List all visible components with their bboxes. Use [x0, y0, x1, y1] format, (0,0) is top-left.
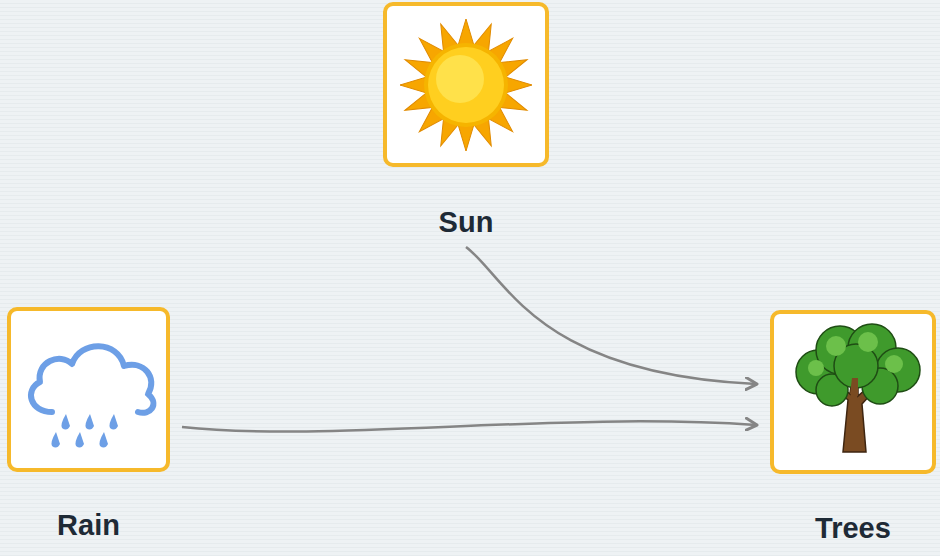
arrow-connector — [182, 421, 756, 431]
node-label: Sun — [379, 207, 553, 239]
arrow-connector — [466, 247, 756, 384]
rain-node: Rain — [3, 307, 174, 542]
node-label: Trees — [766, 513, 940, 545]
rain-icon — [31, 346, 153, 447]
trees-tile — [772, 312, 934, 472]
sun-node: Sun — [379, 2, 553, 239]
icon-frame — [383, 2, 549, 167]
node-label: Rain — [3, 510, 174, 542]
icon-frame — [7, 307, 170, 472]
sun-tile — [385, 4, 547, 165]
trees-node: Trees — [766, 310, 940, 545]
rain-tile — [9, 309, 168, 470]
tree-icon — [796, 324, 920, 452]
icon-frame — [770, 310, 936, 474]
sun-icon — [400, 19, 532, 151]
